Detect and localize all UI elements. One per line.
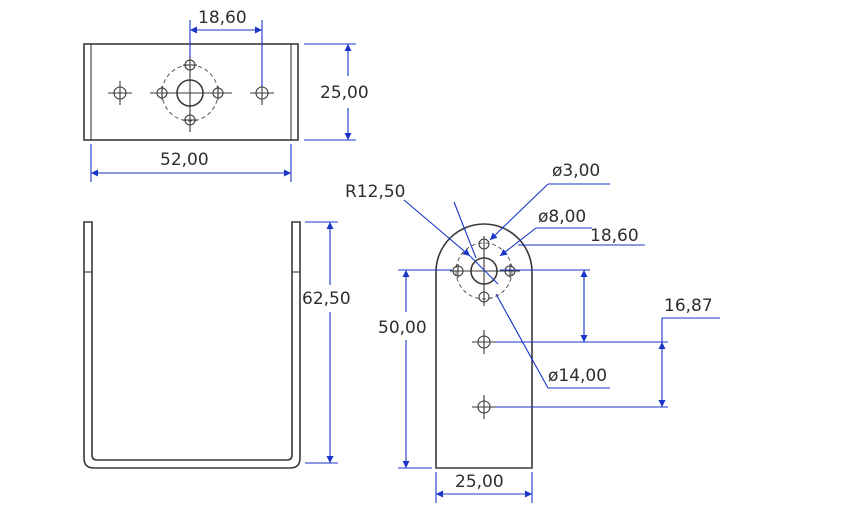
side-leaders: R12,50 ø3,00 ø8,00 ø14,00 [345, 161, 610, 389]
dim-top-hole-spacing: 18,60 [189, 8, 263, 86]
front-view: 62,50 [83, 221, 351, 469]
top-view: 18,60 25,00 52,00 [83, 8, 369, 182]
label-front-height: 62,50 [302, 289, 351, 309]
side-hole-middle [472, 330, 496, 354]
top-hole-left [108, 81, 132, 105]
dim-front-height: 62,50 [302, 221, 351, 464]
dim-side-width: 25,00 [435, 472, 533, 503]
dim-side-height: 50,00 [378, 269, 452, 469]
dim-top-width: 52,00 [90, 144, 292, 182]
side-view: R12,50 ø3,00 ø8,00 ø14,00 18,60 [345, 161, 720, 503]
label-side-pitch-2: 16,87 [664, 296, 713, 316]
label-side-height: 50,00 [378, 318, 427, 338]
leader-small-hole [489, 183, 549, 241]
label-mid-hole-dia: ø8,00 [538, 207, 586, 227]
side-view-outline [435, 223, 533, 469]
side-hole-bottom [472, 395, 496, 419]
dim-top-height: 25,00 [304, 43, 369, 141]
label-radius: R12,50 [345, 182, 405, 202]
label-side-pitch-1: 18,60 [590, 226, 639, 246]
front-view-u-profile [83, 221, 301, 469]
label-top-hole-spacing: 18,60 [198, 8, 247, 28]
leader-center-hole [495, 293, 549, 389]
top-view-outline [83, 43, 299, 141]
dim-side-pitch-2: 16,87 [496, 296, 720, 408]
label-top-width: 52,00 [160, 150, 209, 170]
leader-radius [403, 199, 471, 257]
label-small-hole-dia: ø3,00 [552, 161, 600, 181]
leader-radius-line [453, 201, 477, 259]
label-side-width: 25,00 [455, 472, 504, 492]
label-top-height: 25,00 [320, 83, 369, 103]
top-center-hole-pattern [150, 54, 232, 132]
leader-mid-hole [499, 227, 537, 257]
label-center-hole-dia: ø14,00 [548, 366, 607, 386]
